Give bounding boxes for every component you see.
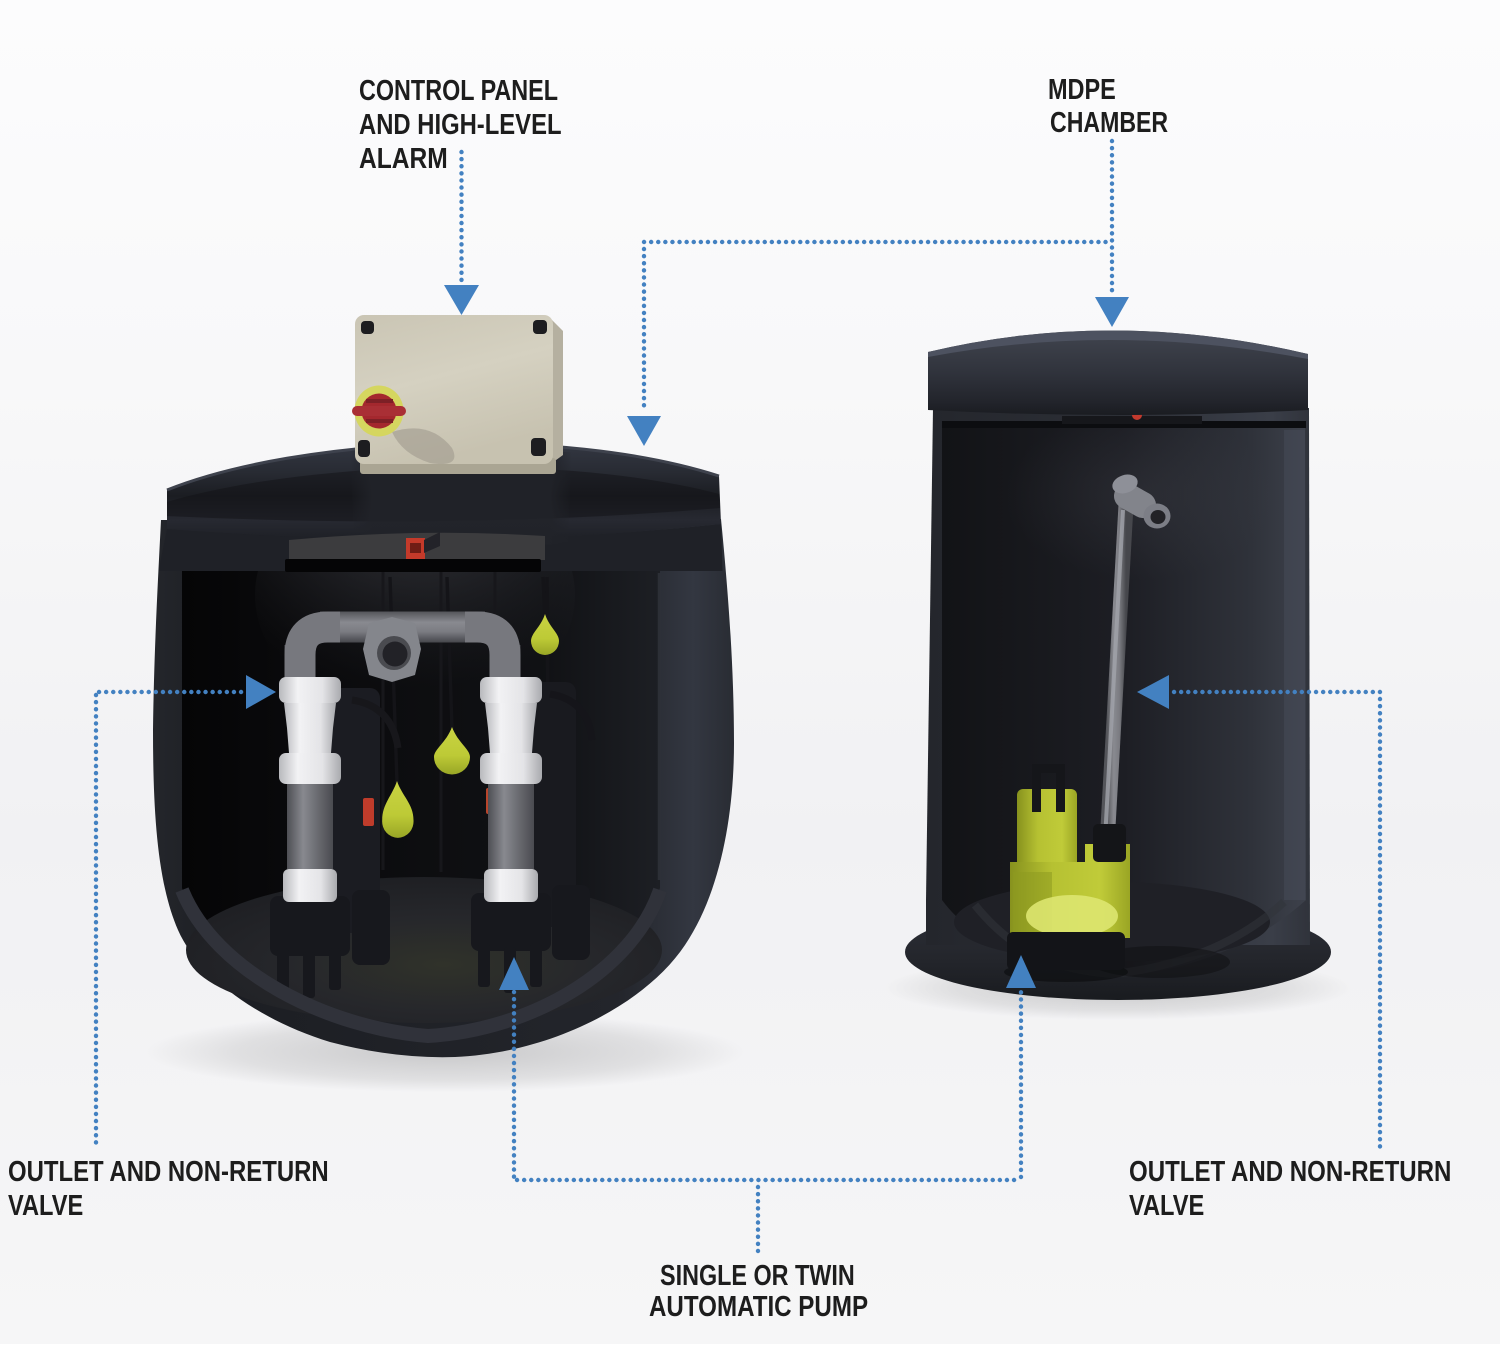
svg-text:OUTLET AND NON-RETURN: OUTLET AND NON-RETURN — [1129, 1155, 1451, 1188]
svg-text:AND HIGH-LEVEL: AND HIGH-LEVEL — [359, 108, 562, 141]
svg-text:ALARM: ALARM — [359, 142, 448, 174]
svg-text:MDPE: MDPE — [1048, 73, 1116, 106]
svg-text:VALVE: VALVE — [1129, 1189, 1204, 1222]
svg-text:OUTLET AND NON-RETURN: OUTLET AND NON-RETURN — [8, 1155, 329, 1188]
svg-text:AUTOMATIC PUMP: AUTOMATIC PUMP — [649, 1290, 868, 1323]
svg-text:CHAMBER: CHAMBER — [1050, 105, 1168, 138]
svg-text:CONTROL PANEL: CONTROL PANEL — [359, 74, 558, 107]
svg-text:SINGLE OR TWIN: SINGLE OR TWIN — [660, 1259, 855, 1292]
svg-text:VALVE: VALVE — [8, 1189, 83, 1222]
